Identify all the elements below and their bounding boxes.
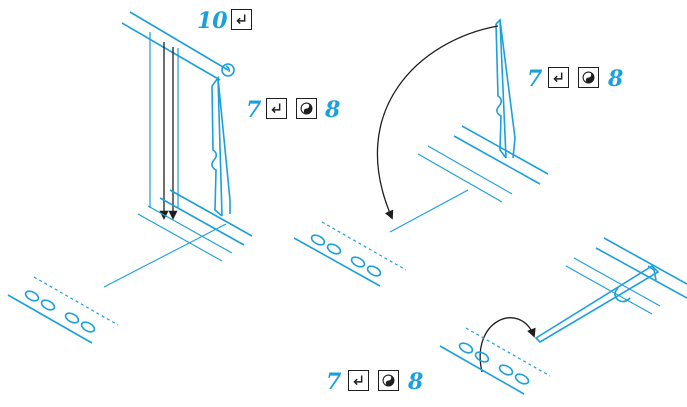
screw-size-label: 7 bbox=[246, 97, 262, 123]
screw-size-label: 7 bbox=[326, 369, 342, 395]
top-rail bbox=[121, 11, 235, 208]
drop-arrows bbox=[159, 42, 178, 220]
return-arrow-icon bbox=[348, 370, 369, 391]
right-drilled-strip bbox=[293, 221, 407, 287]
swing-arrow bbox=[376, 25, 499, 220]
secondary-size-label: 8 bbox=[325, 97, 341, 123]
secondary-size-label: 8 bbox=[608, 66, 624, 92]
secondary-size-label: 8 bbox=[408, 369, 424, 395]
bottom-drilled-strip bbox=[439, 327, 551, 395]
right-base-rails bbox=[389, 125, 549, 233]
drilled-strip bbox=[7, 276, 119, 344]
yin-yang-icon bbox=[296, 98, 317, 119]
return-arrow-icon bbox=[548, 67, 569, 88]
tilt-arrow bbox=[479, 317, 536, 373]
tilted-panel bbox=[534, 264, 660, 344]
base-rails bbox=[103, 189, 253, 288]
screw-size-label: 10 bbox=[197, 8, 228, 34]
yin-yang-icon bbox=[378, 370, 399, 391]
bottom-rails bbox=[565, 237, 687, 315]
left-assembly bbox=[7, 11, 253, 344]
return-arrow-icon bbox=[266, 98, 287, 119]
yin-yang-icon bbox=[578, 67, 599, 88]
screw-size-label: 7 bbox=[527, 66, 543, 92]
swing-panel bbox=[495, 18, 516, 159]
return-arrow-icon bbox=[231, 9, 252, 30]
right-top-assembly bbox=[293, 18, 549, 287]
right-bottom-assembly bbox=[439, 237, 687, 395]
upright-panel bbox=[211, 75, 231, 217]
